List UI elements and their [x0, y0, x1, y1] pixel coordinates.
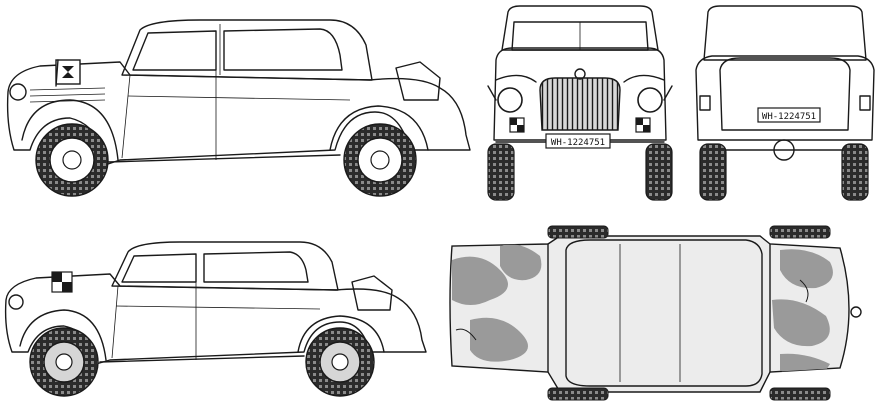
rear-license-plate: [757, 107, 821, 123]
front-window: [132, 30, 217, 71]
rear-body: [695, 55, 875, 141]
front-left-tire: [487, 143, 515, 201]
rear-right-tire: [841, 143, 869, 201]
rear-view: WH-1224751: [695, 5, 875, 201]
side-view-gray: [4, 241, 427, 397]
front-body: [493, 47, 667, 141]
right-headlight: [637, 87, 663, 113]
front-plate-text: WH-1224751: [551, 138, 605, 148]
front-license-plate: [545, 133, 611, 149]
left-headlight: [497, 87, 523, 113]
rear-plate-text: WH-1224751: [762, 112, 816, 122]
gray-front-wheel: [29, 327, 99, 397]
front-right-tire: [645, 143, 673, 201]
gray-body-side: [4, 273, 427, 365]
top-view-camouflage: [449, 225, 862, 401]
body-side: [6, 61, 471, 166]
top-outline: [449, 235, 850, 393]
soft-top: [121, 19, 373, 81]
rear-wheel: [343, 123, 417, 197]
rear-window: [223, 28, 343, 71]
rear-soft-top: [703, 5, 867, 61]
side-view-line: [6, 19, 471, 197]
gray-soft-top: [111, 241, 339, 291]
rear-left-tire: [699, 143, 727, 201]
top-roof: [565, 239, 763, 387]
gray-rear-wheel: [305, 327, 375, 397]
radiator-grille: [539, 77, 621, 131]
front-view: WH-1224751: [487, 5, 673, 201]
spare-can-icon: [395, 61, 441, 101]
spare-cover: [719, 57, 851, 131]
front-soft-top: [501, 5, 659, 51]
camo-pattern: [452, 244, 833, 381]
front-wheel: [35, 123, 109, 197]
